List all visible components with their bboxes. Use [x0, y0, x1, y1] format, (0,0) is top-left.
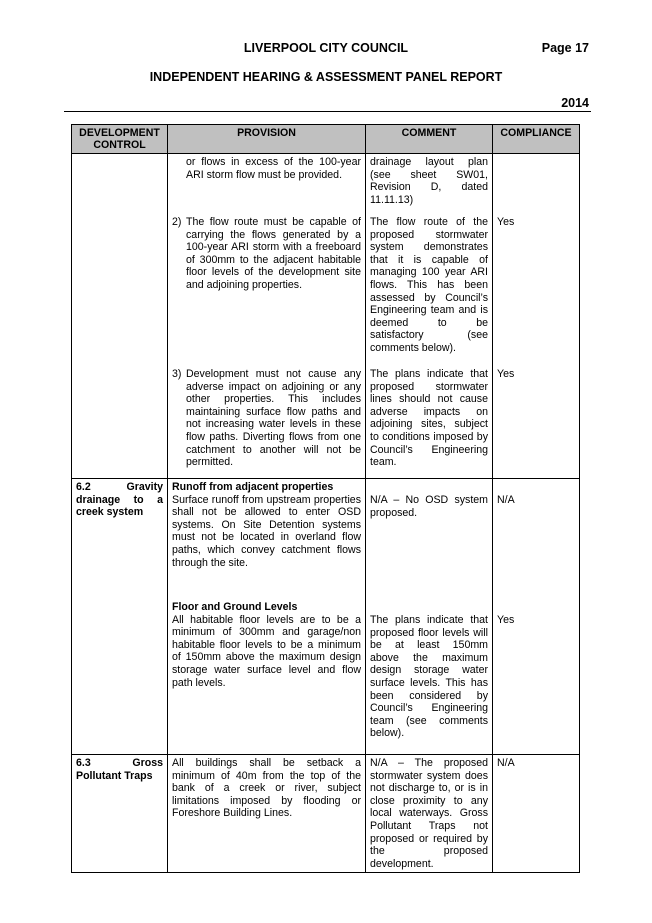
- control-cell: [71, 366, 168, 479]
- table-row: 3) Development must not cause any advers…: [71, 366, 580, 479]
- comment-cell: The flow route of the proposed stormwate…: [365, 214, 493, 366]
- comment-cell: drainage layout plan (see sheet SW01, Re…: [365, 153, 493, 214]
- provision-cell: 3) Development must not cause any advers…: [167, 366, 366, 479]
- compliance-value: N/A: [497, 494, 515, 506]
- comment-text: N/A – The proposed stormwater system doe…: [370, 757, 488, 870]
- comment-cell: N/A – The proposed stormwater system doe…: [365, 753, 493, 874]
- compliance-value: Yes: [497, 216, 515, 228]
- control-label: 6.2 Gravity drainage to a creek system: [76, 481, 163, 519]
- compliance-cell: Yes: [492, 366, 580, 479]
- page-number: Page 17: [541, 41, 589, 55]
- provision-number: 2): [172, 216, 182, 228]
- compliance-value: N/A: [497, 757, 515, 769]
- council-name: LIVERPOOL CITY COUNCIL: [243, 41, 409, 55]
- compliance-value: Yes: [497, 614, 515, 626]
- control-cell: 6.2 Gravity drainage to a creek system: [71, 478, 168, 599]
- provision-text: Development must not cause any adverse i…: [186, 368, 361, 469]
- report-title: INDEPENDENT HEARING & ASSESSMENT PANEL R…: [149, 70, 503, 84]
- comment-cell: The plans indicate that proposed stormwa…: [365, 366, 493, 479]
- provision-cell: All buildings shall be setback a minimum…: [167, 753, 366, 874]
- compliance-cell: Yes: [492, 214, 580, 366]
- provision-cell: 2) The flow route must be capable of car…: [167, 214, 366, 366]
- comment-text: The flow route of the proposed stormwate…: [370, 216, 488, 354]
- column-header-provision: PROVISION: [167, 124, 366, 154]
- provision-title: Floor and Ground Levels: [172, 601, 298, 613]
- provision-text: or flows in excess of the 100-year ARI s…: [186, 156, 361, 181]
- comment-cell: N/A – No OSD system proposed.: [365, 478, 493, 599]
- column-header-compliance: COMPLIANCE: [492, 124, 580, 154]
- column-header-comment: COMMENT: [365, 124, 493, 154]
- provision-cell: Floor and Ground Levels All habitable fl…: [167, 599, 366, 755]
- control-cell: [71, 599, 168, 755]
- provision-number: 3): [172, 368, 182, 380]
- compliance-cell: N/A: [492, 753, 580, 874]
- table-header-row: DEVELOPMENT CONTROL PROVISION COMMENT CO…: [71, 124, 580, 154]
- assessment-table: DEVELOPMENT CONTROL PROVISION COMMENT CO…: [71, 124, 580, 874]
- comment-cell: The plans indicate that proposed floor l…: [365, 599, 493, 755]
- provision-text: All buildings shall be setback a minimum…: [172, 757, 361, 820]
- provision-text: The flow route must be capable of carryi…: [186, 216, 361, 291]
- compliance-cell: N/A: [492, 478, 580, 599]
- table-row: 6.2 Gravity drainage to a creek system R…: [71, 478, 580, 599]
- provision-cell: or flows in excess of the 100-year ARI s…: [167, 153, 366, 214]
- compliance-cell: Yes: [492, 599, 580, 755]
- control-label: 6.3 Gross Pollutant Traps: [76, 757, 163, 782]
- provision-cell: Runoff from adjacent properties Surface …: [167, 478, 366, 599]
- compliance-value: Yes: [497, 368, 515, 380]
- control-cell: [71, 214, 168, 366]
- provision-title: Runoff from adjacent properties: [172, 481, 334, 493]
- table-row: 6.3 Gross Pollutant Traps All buildings …: [71, 753, 580, 874]
- comment-text: drainage layout plan (see sheet SW01, Re…: [370, 156, 488, 206]
- table-row: Floor and Ground Levels All habitable fl…: [71, 599, 580, 755]
- provision-text: Surface runoff from upstream properties …: [172, 493, 361, 569]
- control-cell: 6.3 Gross Pollutant Traps: [71, 753, 168, 874]
- report-year: 2014: [561, 96, 589, 110]
- table-row: or flows in excess of the 100-year ARI s…: [71, 153, 580, 214]
- comment-text: The plans indicate that proposed stormwa…: [370, 368, 488, 469]
- provision-text: All habitable floor levels are to be a m…: [172, 613, 361, 689]
- control-cell: [71, 153, 168, 214]
- table-row: 2) The flow route must be capable of car…: [71, 214, 580, 366]
- comment-text: The plans indicate that proposed floor l…: [370, 614, 488, 740]
- header-rule: [64, 111, 591, 112]
- comment-text: N/A – No OSD system proposed.: [370, 494, 488, 519]
- compliance-cell: [492, 153, 580, 214]
- column-header-control: DEVELOPMENT CONTROL: [71, 124, 168, 154]
